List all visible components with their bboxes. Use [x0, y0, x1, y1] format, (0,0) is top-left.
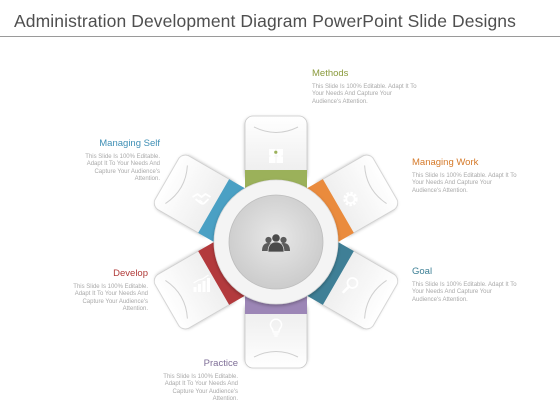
puzzle-icon	[269, 149, 283, 163]
handshake-icon	[192, 193, 211, 205]
center-hub	[213, 179, 339, 305]
lightbulb-icon	[269, 318, 283, 337]
goal-description: This Slide Is 100% Editable. Adapt It To…	[412, 282, 517, 303]
slide-title: Administration Development Diagram Power…	[14, 11, 516, 31]
label-managing-work: Managing Work This Slide Is 100% Editabl…	[412, 157, 532, 195]
label-methods: Methods This Slide Is 100% Editable. Ada…	[312, 68, 432, 106]
develop-title: Develop	[113, 268, 148, 279]
methods-description: This Slide Is 100% Editable. Adapt It To…	[312, 84, 417, 105]
managing-self-description: This Slide Is 100% Editable. Adapt It To…	[85, 154, 160, 183]
team-icon	[262, 234, 290, 253]
practice-title: Practice	[203, 358, 238, 369]
practice-description: This Slide Is 100% Editable. Adapt It To…	[163, 374, 238, 403]
gear-icon	[343, 191, 358, 207]
managing-self-title: Managing Self	[99, 138, 160, 149]
title-divider	[0, 36, 560, 37]
develop-description: This Slide Is 100% Editable. Adapt It To…	[73, 284, 148, 313]
goal-title: Goal	[412, 266, 433, 277]
managing-work-description: This Slide Is 100% Editable. Adapt It To…	[412, 173, 517, 194]
label-goal: Goal This Slide Is 100% Editable. Adapt …	[412, 266, 532, 304]
methods-title: Methods	[312, 68, 349, 79]
bar-chart-icon	[193, 274, 211, 292]
label-managing-self: Managing Self This Slide Is 100% Editabl…	[40, 138, 160, 184]
label-practice: Practice This Slide Is 100% Editable. Ad…	[118, 358, 238, 404]
magnifier-icon	[342, 277, 359, 294]
managing-work-title: Managing Work	[412, 157, 479, 168]
label-develop: Develop This Slide Is 100% Editable. Ada…	[28, 268, 148, 314]
